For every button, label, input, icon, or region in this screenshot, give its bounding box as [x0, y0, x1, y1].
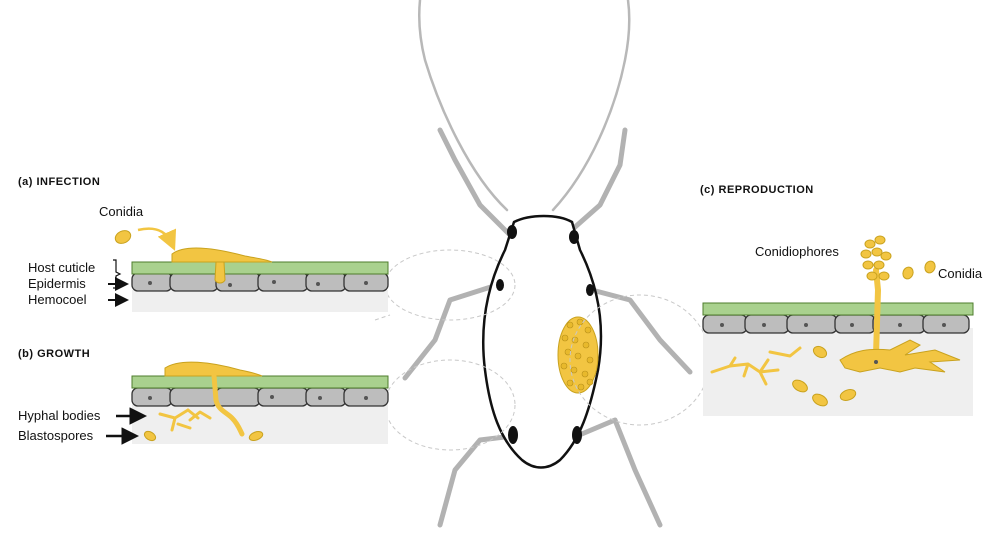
- host-cuticle-layer: [132, 376, 388, 388]
- joint: [508, 426, 518, 444]
- conidia-arrow: [138, 229, 172, 244]
- epidermis-layer: [703, 315, 969, 333]
- host-cuticle-label: Host cuticle: [28, 260, 95, 275]
- joint: [496, 279, 504, 291]
- conidium: [923, 260, 937, 275]
- epidermis-layer: [132, 273, 388, 291]
- hemocoel-layer: [703, 328, 973, 416]
- blastospores-label: Blastospores: [18, 428, 94, 443]
- conidium: [901, 266, 915, 281]
- conidiophore-stalk: [876, 270, 878, 355]
- infection-heading: (a) INFECTION: [18, 176, 100, 188]
- right-antenna: [553, 0, 629, 210]
- aphid-host: [405, 0, 690, 525]
- penetration-peg: [215, 262, 225, 283]
- epidermis-label: Epidermis: [28, 276, 86, 291]
- joint: [569, 230, 579, 244]
- panel-reproduction: (c) REPRODUCTION Conidiophores Conidia: [700, 184, 983, 416]
- joint: [586, 284, 594, 296]
- joint: [507, 225, 517, 239]
- hemocoel-layer: [132, 290, 388, 312]
- conidium: [113, 228, 133, 246]
- host-cuticle-layer: [703, 303, 973, 315]
- epidermis-layer: [132, 388, 388, 406]
- joint: [572, 426, 582, 444]
- left-front-leg: [440, 130, 510, 235]
- hyphal-bodies-label: Hyphal bodies: [18, 408, 101, 423]
- conidiophores-label: Conidiophores: [755, 244, 839, 259]
- conidiophore-spores: [861, 236, 891, 280]
- reproduction-heading: (c) REPRODUCTION: [700, 184, 814, 196]
- conidia-label: Conidia: [99, 204, 144, 219]
- panel-growth: (b) GROWTH Hyphal bodies Blastospores: [18, 348, 388, 444]
- growth-heading: (b) GROWTH: [18, 348, 90, 360]
- germinating-conidium: [172, 248, 272, 262]
- panel-infection: (a) INFECTION Conidia Host cuticle Epid: [18, 176, 388, 312]
- left-hind-leg: [440, 436, 513, 525]
- fungal-sporulation-patch: [558, 317, 598, 393]
- host-cuticle-layer: [132, 262, 388, 274]
- conidia-label-reproduction: Conidia: [938, 266, 983, 281]
- hemocoel-label: Hemocoel: [28, 292, 87, 307]
- right-hind-leg: [577, 420, 660, 525]
